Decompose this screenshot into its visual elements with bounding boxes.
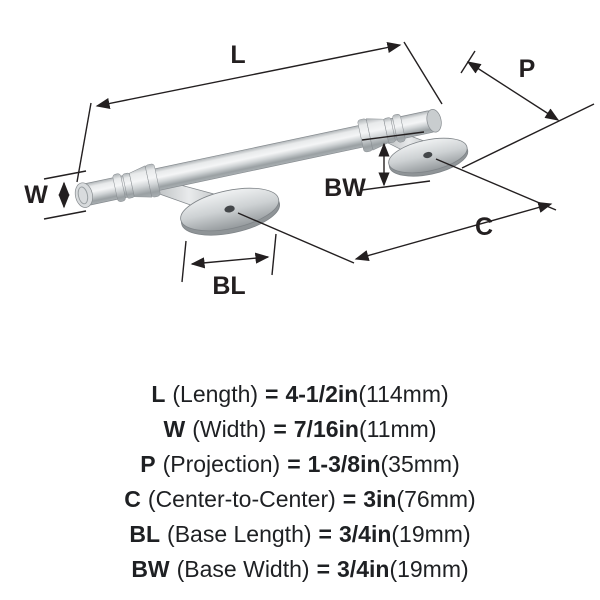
label-l: L bbox=[230, 41, 245, 69]
label-c: C bbox=[475, 213, 493, 241]
spec-equals: = bbox=[316, 556, 331, 582]
spec-equals: = bbox=[273, 416, 287, 442]
dimension-bw: BW bbox=[324, 131, 431, 202]
spec-metric: (114mm) bbox=[358, 381, 449, 407]
spec-code: P bbox=[140, 451, 156, 477]
spec-row-width: W (Width) = 7/16in (11mm) bbox=[163, 415, 436, 444]
handle-bar bbox=[74, 109, 442, 208]
spec-code: L bbox=[151, 381, 166, 407]
spec-metric: (11mm) bbox=[358, 416, 437, 442]
pull-handle-illustration bbox=[74, 109, 469, 236]
spec-legend: L (Length) = 4-1/2in (114mm) W (Width) =… bbox=[0, 380, 600, 584]
label-w: W bbox=[24, 181, 48, 209]
label-bw: BW bbox=[324, 174, 366, 202]
spec-code: BL bbox=[129, 521, 161, 547]
dimension-l: L bbox=[76, 41, 443, 183]
spec-name: (Length) bbox=[172, 381, 259, 407]
spec-name: (Base Width) bbox=[176, 556, 310, 582]
dimension-p: P bbox=[460, 50, 595, 169]
spec-code: BW bbox=[131, 556, 170, 582]
spec-name: (Center-to-Center) bbox=[147, 486, 336, 512]
spec-row-projection: P (Projection) = 1-3/8in (35mm) bbox=[140, 450, 460, 479]
spec-value: 3/4in bbox=[338, 521, 392, 547]
spec-name: (Projection) bbox=[162, 451, 281, 477]
spec-equals: = bbox=[318, 521, 332, 547]
spec-name: (Base Length) bbox=[167, 521, 312, 547]
dimension-c: C bbox=[237, 158, 557, 264]
spec-equals: = bbox=[287, 451, 301, 477]
spec-metric: (35mm) bbox=[380, 451, 460, 477]
spec-code: C bbox=[124, 486, 141, 512]
left-screw-hole bbox=[224, 205, 235, 213]
spec-equals: = bbox=[265, 381, 279, 407]
spec-name: (Width) bbox=[192, 416, 267, 442]
spec-metric: (76mm) bbox=[396, 486, 476, 512]
pull-diagram: L W P BW C bbox=[24, 41, 595, 300]
spec-value: 3in bbox=[363, 486, 397, 512]
spec-code: W bbox=[163, 416, 186, 442]
label-p: P bbox=[519, 55, 536, 83]
spec-value: 4-1/2in bbox=[285, 381, 359, 407]
spec-value: 1-3/8in bbox=[307, 451, 381, 477]
spec-equals: = bbox=[342, 486, 357, 512]
spec-value: 3/4in bbox=[337, 556, 390, 582]
spec-row-base-width: BW (Base Width) = 3/4in (19mm) bbox=[131, 555, 468, 584]
spec-metric: (19mm) bbox=[391, 521, 471, 547]
right-screw-hole bbox=[423, 151, 433, 159]
label-bl: BL bbox=[212, 272, 245, 300]
spec-metric: (19mm) bbox=[389, 556, 469, 582]
dimension-bl: BL bbox=[181, 233, 277, 300]
dimension-w: W bbox=[24, 170, 87, 220]
spec-row-center-to-center: C (Center-to-Center) = 3in (76mm) bbox=[124, 485, 475, 514]
spec-value: 7/16in bbox=[293, 416, 359, 442]
spec-row-length: L (Length) = 4-1/2in (114mm) bbox=[151, 380, 448, 409]
spec-row-base-length: BL (Base Length) = 3/4in (19mm) bbox=[129, 520, 470, 549]
